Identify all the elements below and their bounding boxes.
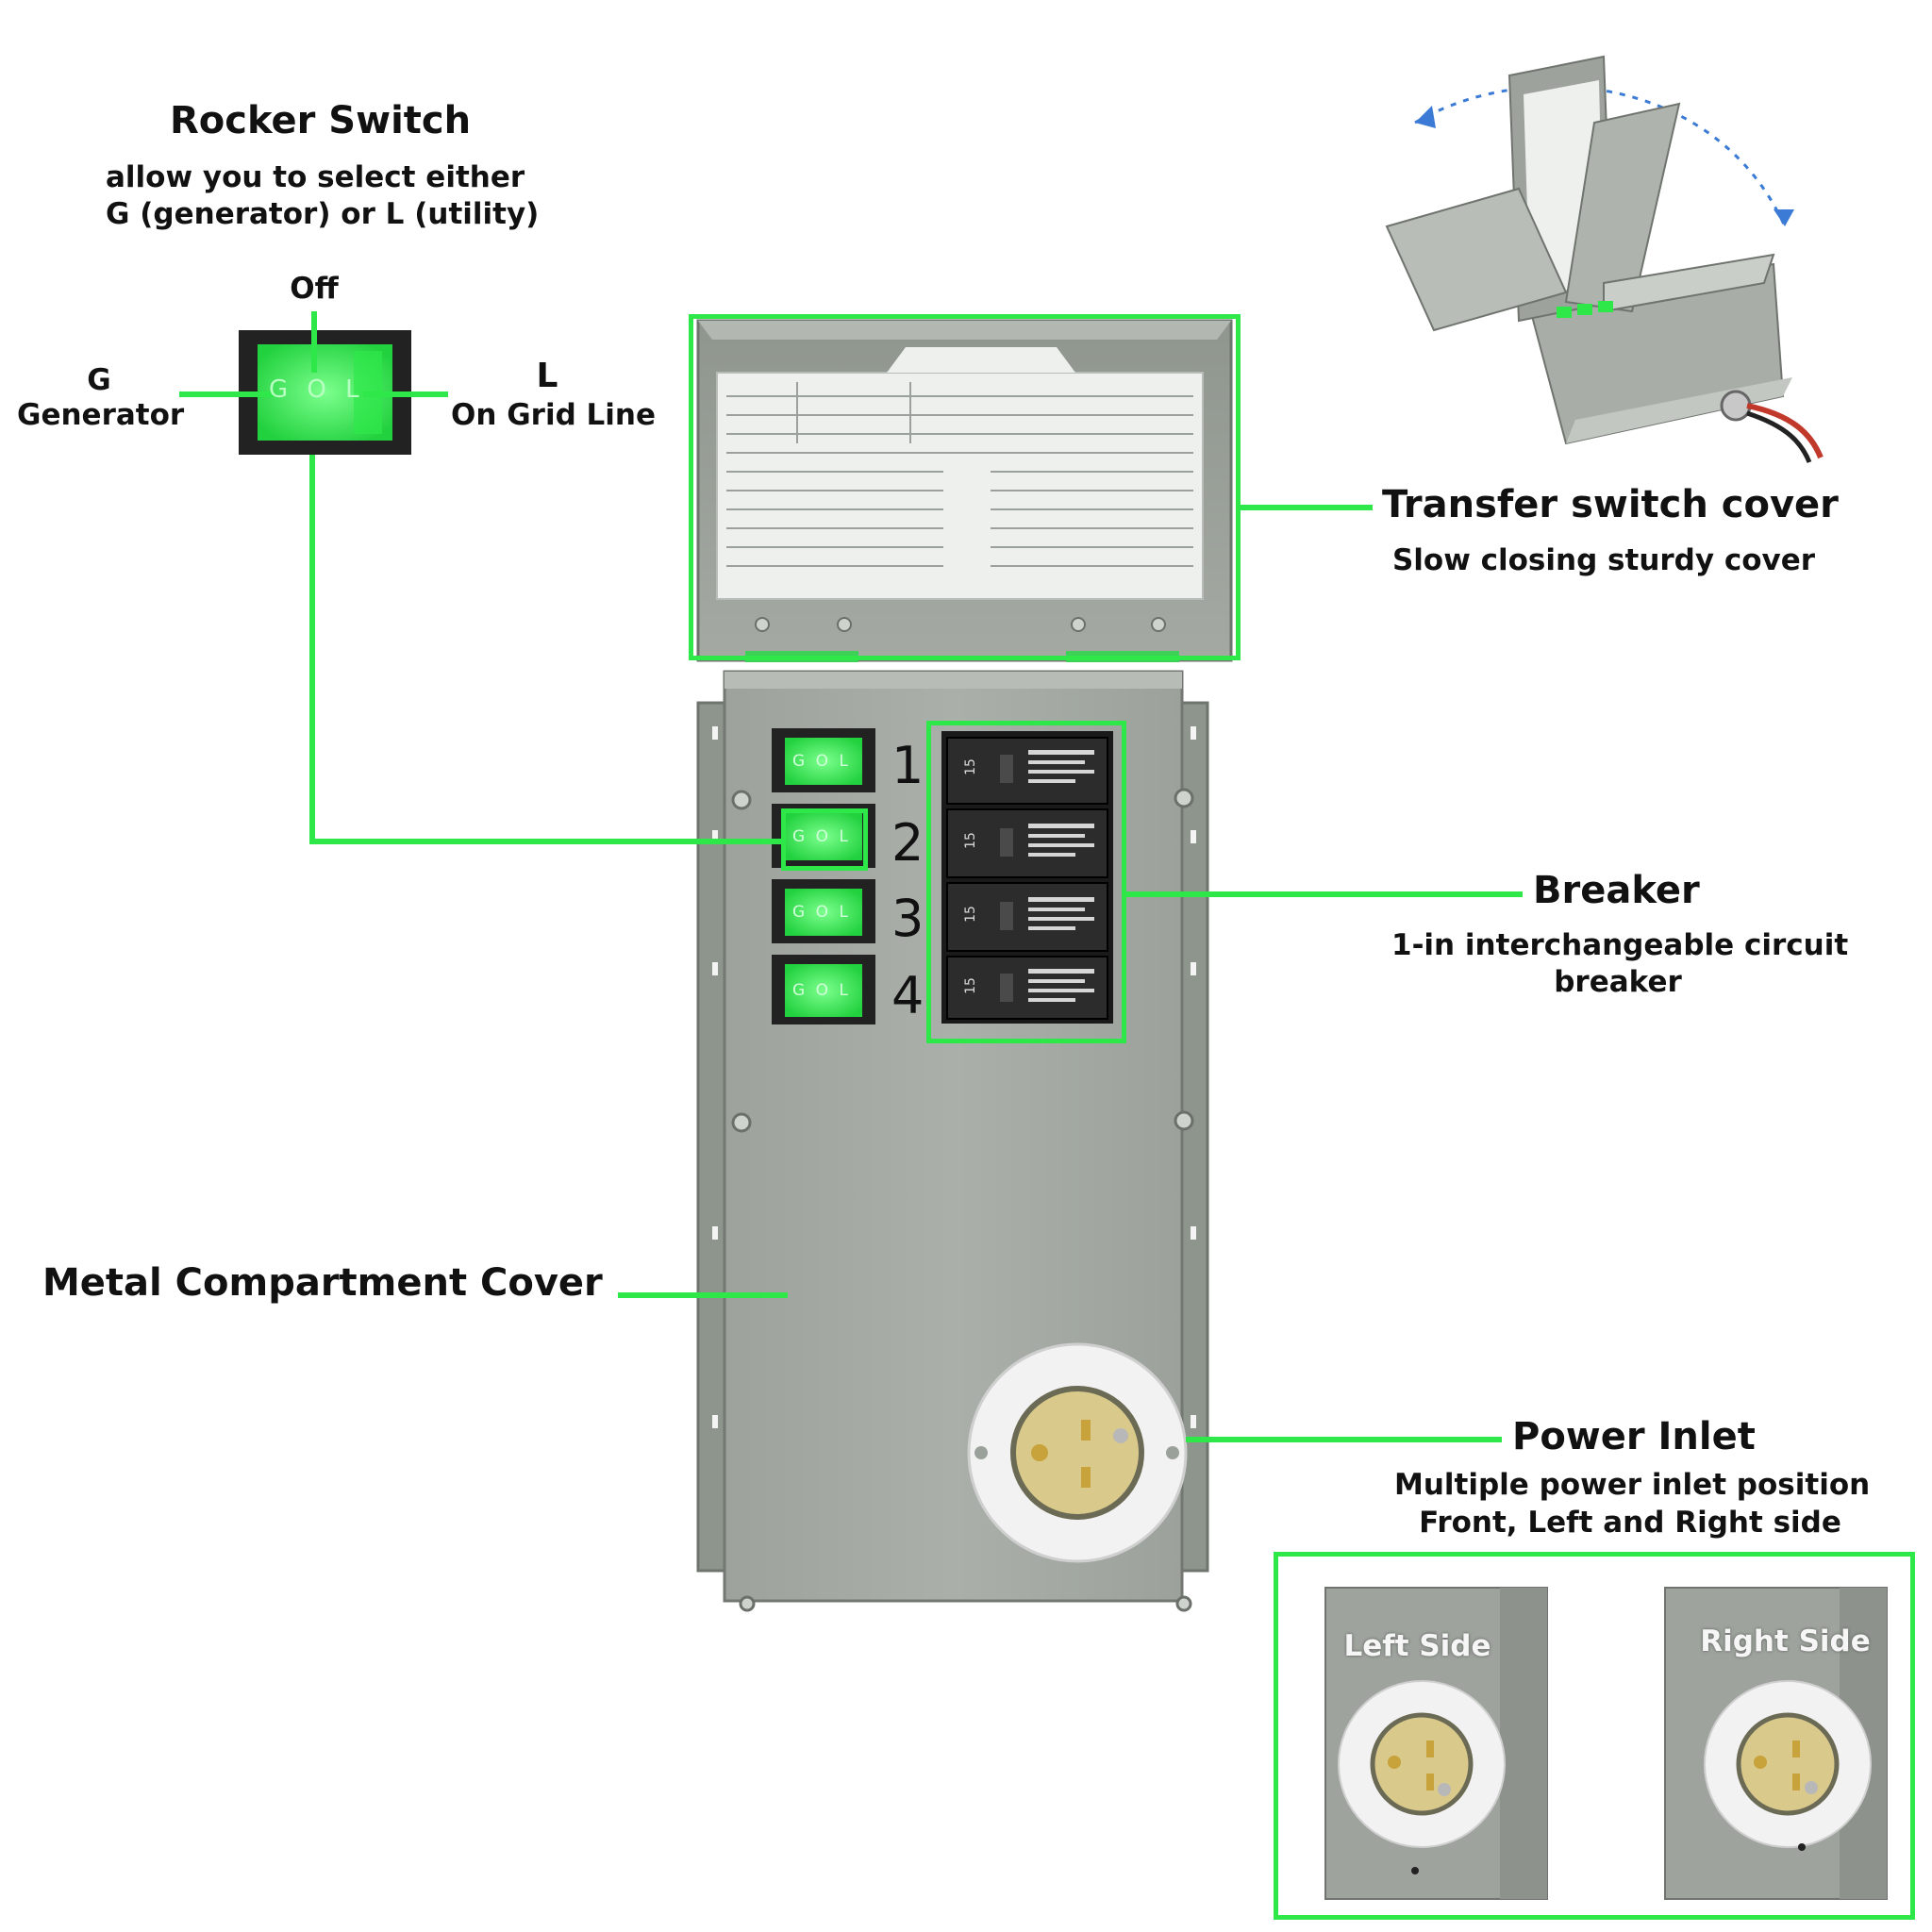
front-power-inlet-icon	[967, 1342, 1188, 1563]
rocker-switch-desc-2: G (generator) or L (utility)	[106, 197, 540, 231]
panel-rocker-switches	[772, 728, 875, 1024]
inlet-leader-line	[1186, 1437, 1502, 1442]
transfer-cover-title: Transfer switch cover	[1382, 483, 1839, 526]
off-leader-line	[311, 311, 317, 373]
breaker-highlight	[926, 721, 1126, 1043]
off-label: Off	[290, 272, 339, 306]
breaker-4-rating: 15	[962, 977, 978, 994]
panel-switch-1-marking: G O L	[792, 752, 851, 771]
breaker-3-rating: 15	[962, 906, 978, 923]
transfer-cover-desc: Slow closing sturdy cover	[1391, 543, 1816, 577]
left-side-label: Left Side	[1343, 1629, 1491, 1663]
grid-leader-line	[363, 391, 448, 397]
mounting-holes	[712, 726, 1196, 1428]
compartment-title: Metal Compartment Cover	[42, 1261, 603, 1305]
breaker-1-rating: 15	[962, 758, 978, 775]
generator-letter: G	[87, 363, 111, 397]
panel-switch-3-marking: G O L	[792, 903, 851, 922]
side-views	[1324, 1587, 1888, 1900]
circuit-number-2: 2	[891, 813, 924, 873]
panel-screws	[731, 788, 1194, 1612]
closeup-switch-markings: G O L	[269, 375, 365, 404]
circuit-number-4: 4	[891, 966, 924, 1025]
breaker-desc-1: 1-in interchangeable circuit	[1391, 928, 1849, 962]
rocker-horizontal-line	[309, 839, 786, 844]
circuit-number-1: 1	[891, 736, 924, 795]
compartment-leader-line	[618, 1292, 788, 1298]
power-inlet-title: Power Inlet	[1512, 1415, 1756, 1458]
generator-label: Generator	[17, 398, 185, 432]
breaker-desc-2: breaker	[1554, 965, 1682, 999]
circuit-breakers	[941, 731, 1113, 1024]
grid-letter: L	[536, 357, 558, 395]
circuit-number-3: 3	[891, 889, 924, 948]
panel-switch-2-marking: G O L	[792, 827, 851, 846]
rocker-switch-desc-1: allow you to select either	[106, 160, 525, 194]
rocker-switch-2-highlight	[781, 808, 868, 871]
right-side-label: Right Side	[1700, 1624, 1871, 1658]
generator-leader-line	[179, 391, 274, 397]
grid-label: On Grid Line	[451, 398, 657, 432]
breaker-leader-line	[1126, 891, 1523, 897]
panel-switch-4-marking: G O L	[792, 981, 851, 1000]
rocker-vertical-line	[309, 455, 315, 844]
side-views-highlight	[1274, 1552, 1915, 1920]
transfer-cover-leader-line	[1241, 505, 1373, 510]
transfer-cover-highlight	[689, 314, 1241, 660]
breaker-title: Breaker	[1533, 869, 1700, 912]
power-inlet-desc-2: Front, Left and Right side	[1419, 1506, 1841, 1540]
transfer-switch-lid	[696, 319, 1233, 662]
power-inlet-desc-1: Multiple power inlet position	[1394, 1468, 1871, 1502]
rocker-switch-title: Rocker Switch	[170, 99, 472, 142]
breaker-2-rating: 15	[962, 832, 978, 849]
lid-open-thumbnail	[1385, 55, 1824, 463]
